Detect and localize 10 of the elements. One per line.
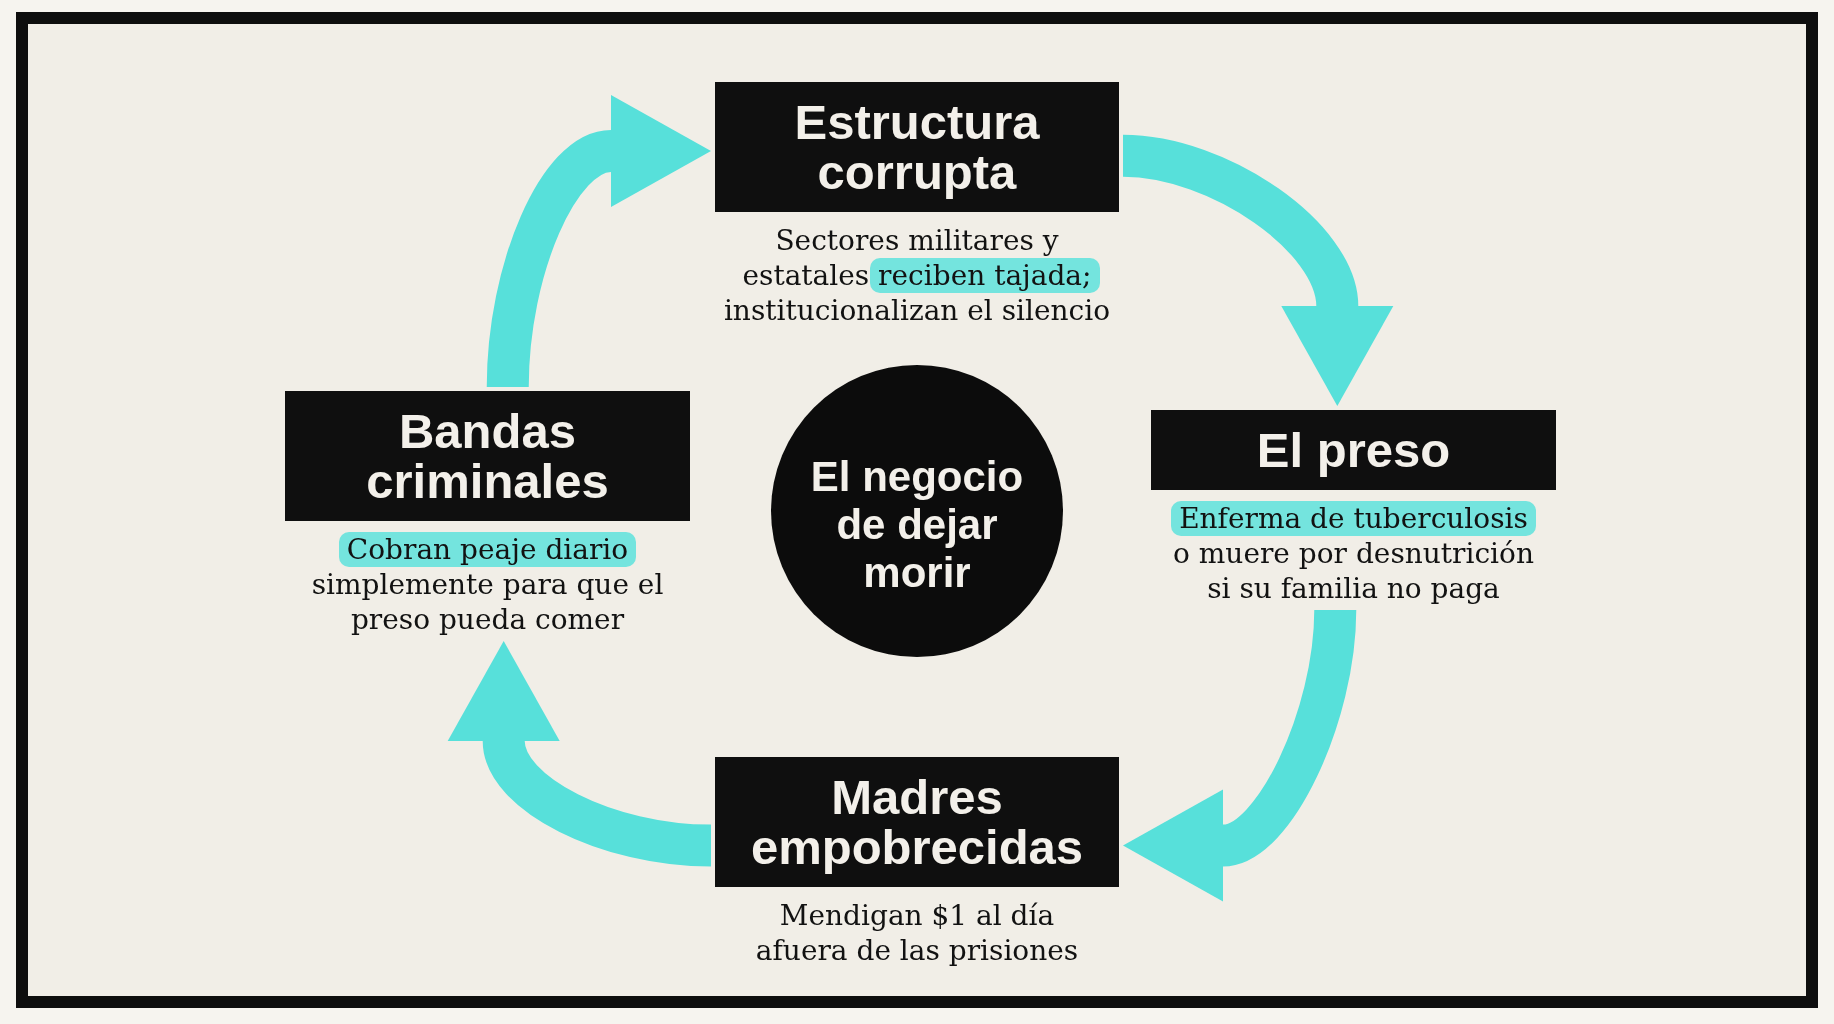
description-text: Cobran peaje diario simplemente para que el preso pueda comer xyxy=(310,532,665,637)
description-text: Sectores militares y estatales reciben tajada; institucionalizan el silencio xyxy=(722,223,1112,328)
curved-arrow xyxy=(486,94,711,388)
heading-panel: Bandas criminales xyxy=(285,391,690,521)
description-text: Enferma de tuberculosis o muere por desnutrición si su familia no paga xyxy=(1170,501,1537,606)
heading-panel: Estructura corrupta xyxy=(715,82,1119,212)
description-text: Mendigan $1 al día afuera de las prisiones xyxy=(754,898,1080,968)
curved-arrow xyxy=(447,641,712,867)
heading-panel: Madres empobrecidas xyxy=(715,757,1119,887)
heading-panel: El preso xyxy=(1151,410,1556,490)
